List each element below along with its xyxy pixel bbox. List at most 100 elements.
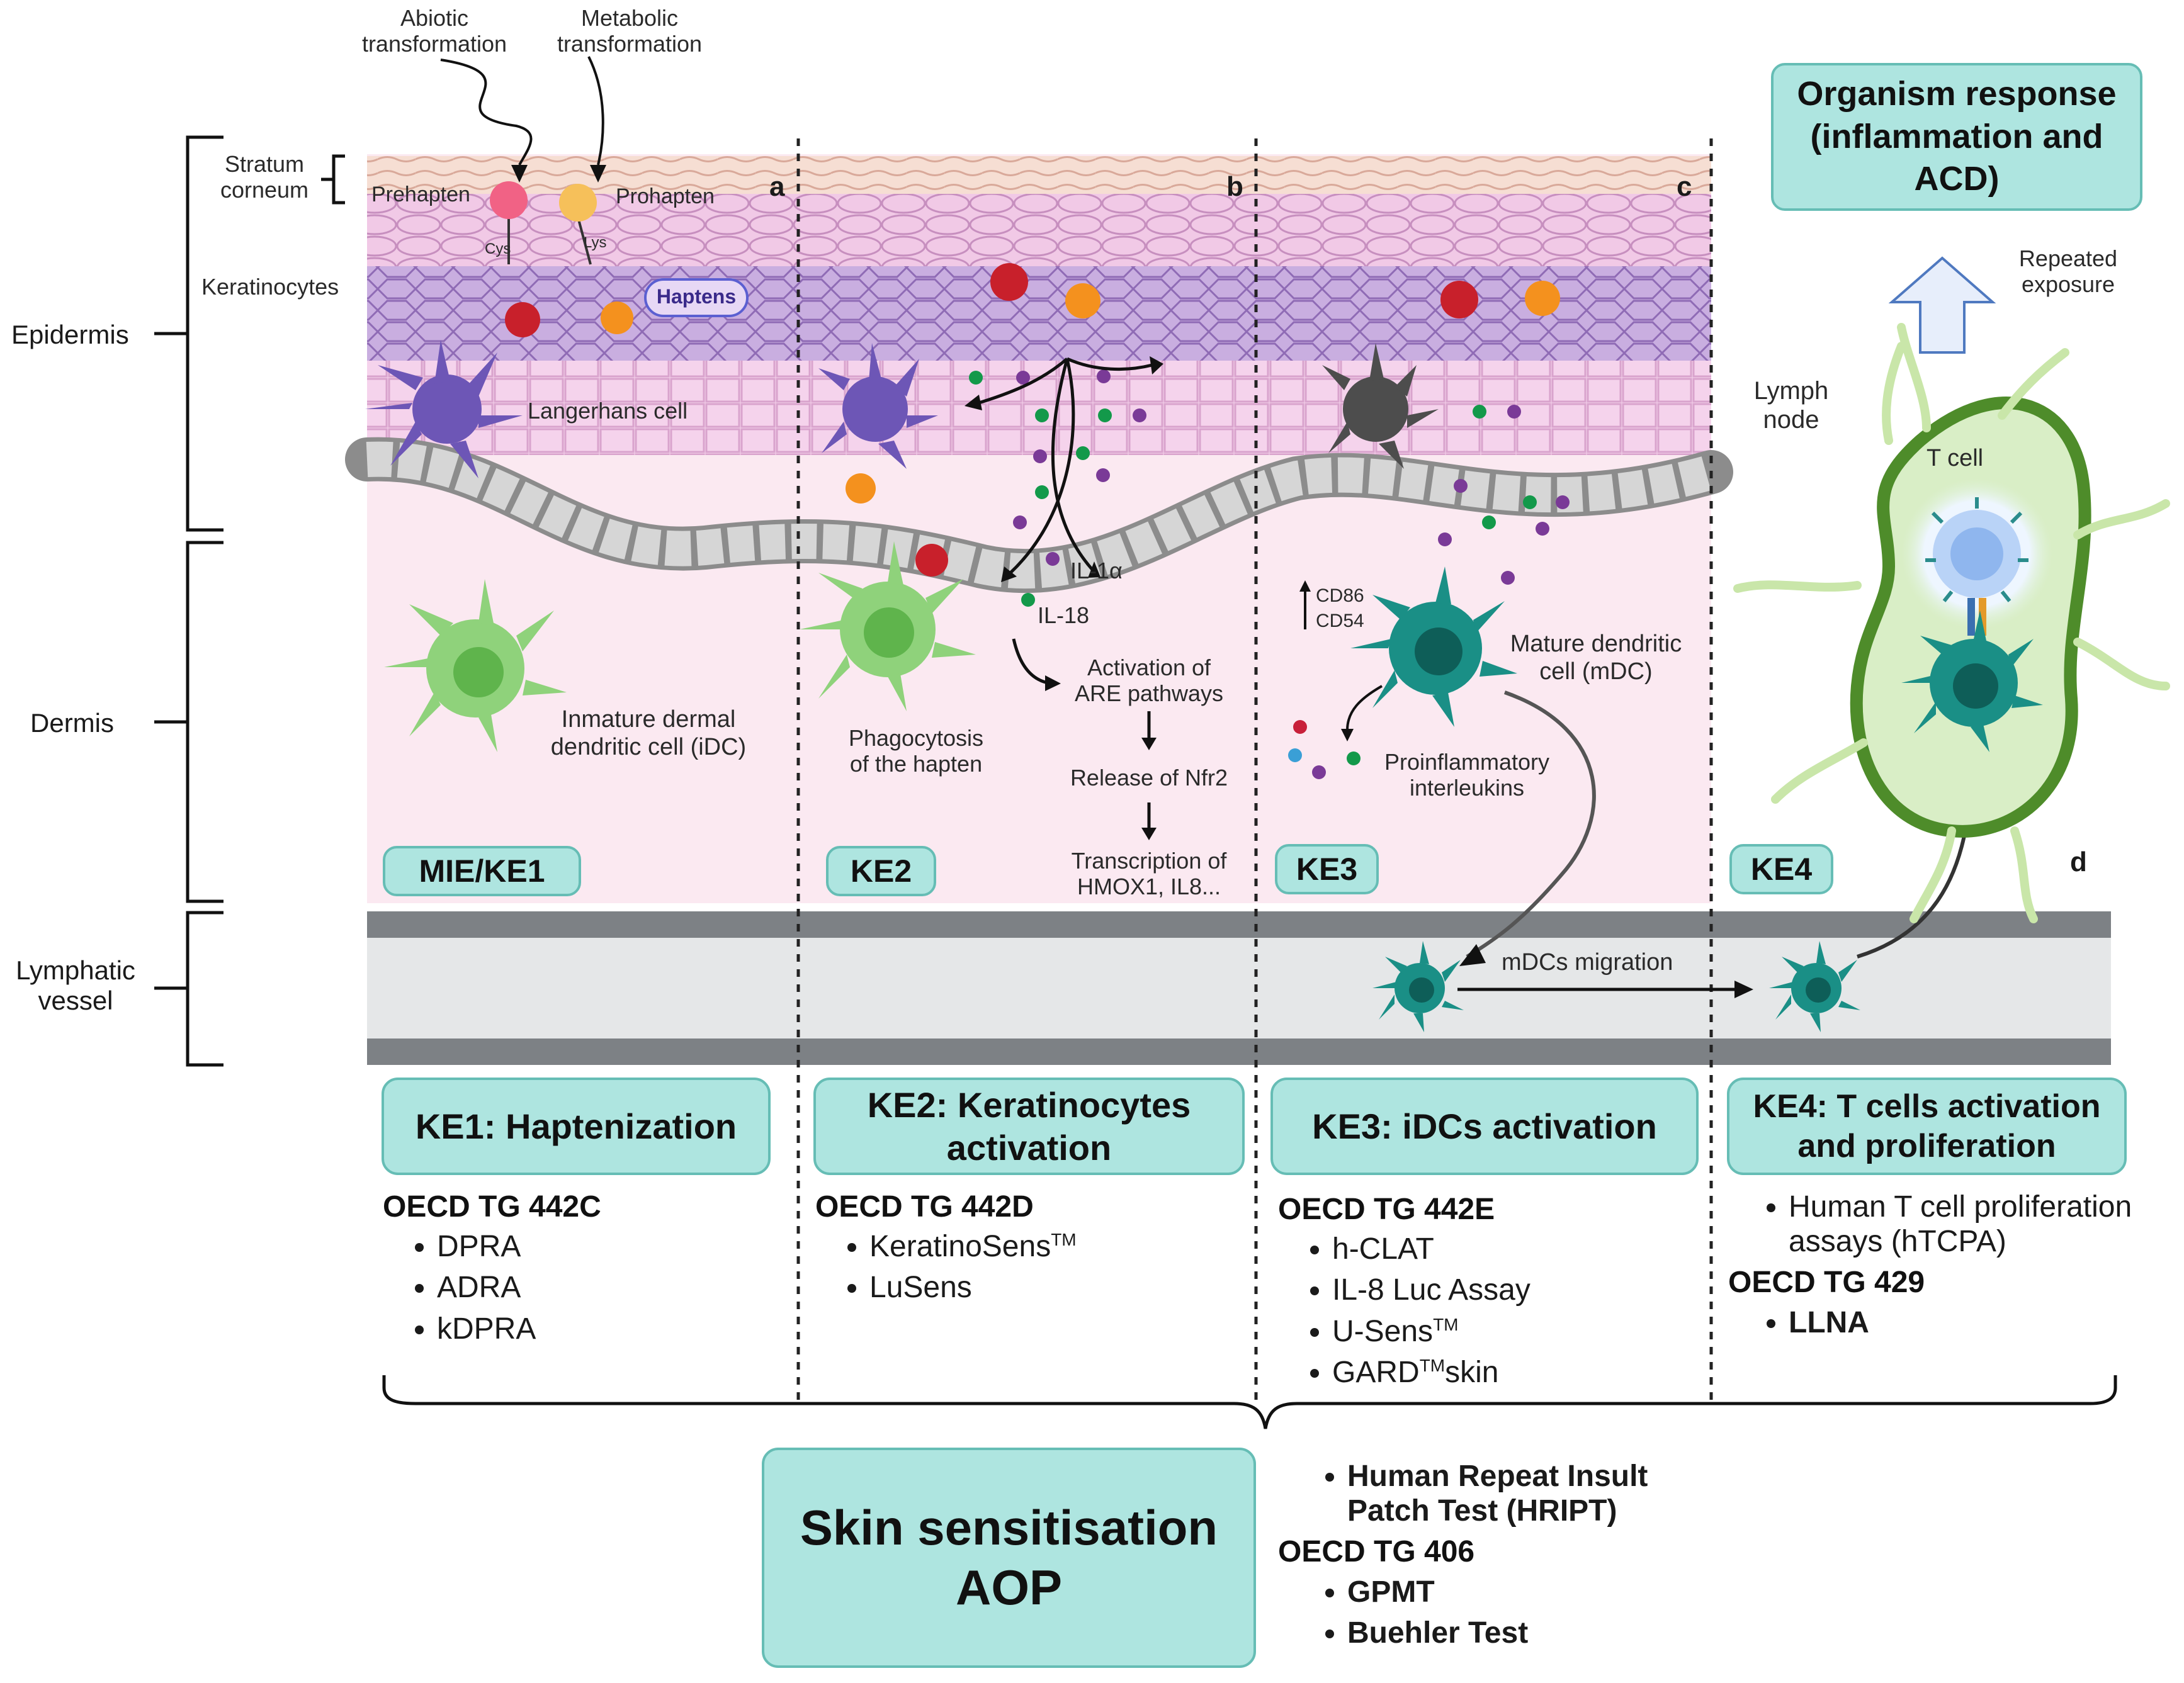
metabolic-arrow — [587, 56, 604, 166]
migration-curve — [1466, 690, 1596, 959]
panel-c-letter: c — [1677, 171, 1692, 202]
haptens-label: Haptens — [656, 285, 737, 308]
keratinosens-item: KeratinoSensTM — [869, 1229, 1077, 1264]
vessel-wall-top — [367, 911, 2111, 938]
prehapten-label: Prehapten — [371, 183, 470, 206]
panel-a-letter: a — [769, 171, 785, 202]
hapten-orange-b — [1065, 283, 1100, 318]
migrating-dc-1 — [1372, 941, 1464, 1032]
migrating-dc-2 — [1769, 941, 1860, 1032]
phagocytic-dendritic-cell-b — [800, 541, 976, 711]
lymph-node — [1733, 323, 2170, 923]
ke2-tag: KE2 — [826, 846, 936, 896]
metabolic-arrowhead — [590, 165, 606, 183]
vessel-lumen — [367, 938, 2111, 1039]
usens-item: U-SensTM — [1332, 1314, 1530, 1349]
hapten-red-b2 — [915, 544, 948, 577]
haptens-label-bg — [644, 278, 749, 317]
migration-label: mDCs migration — [1502, 949, 1673, 976]
basal-keratinocyte-layer — [367, 361, 1711, 455]
ke3-box: KE3: iDCs activation — [1270, 1078, 1699, 1175]
panel-d-letter: d — [2070, 847, 2087, 877]
ke2-methods: OECD TG 442D KeratinoSensTM LuSens — [815, 1190, 1077, 1312]
ke4-tag: KE4 — [1729, 844, 1833, 894]
langerhans-cell-b — [818, 343, 938, 469]
cd54-label: CD54 — [1316, 611, 1364, 631]
hapten-red-c — [1440, 281, 1478, 318]
ke1-tg: OECD TG 442C — [383, 1190, 601, 1224]
hapten-orange-c — [1525, 281, 1560, 316]
langerhans-cell — [365, 340, 523, 478]
repeated-exposure-arrow — [1888, 256, 1996, 354]
hapten-orange — [601, 301, 633, 334]
il1a-label: IL-1α — [1070, 558, 1123, 583]
ke3-tg: OECD TG 442E — [1278, 1193, 1495, 1226]
keratinocyte-purple-layer — [367, 266, 1711, 361]
ke3-methods: OECD TG 442E h-CLAT IL-8 Luc Assay U-Sen… — [1278, 1192, 1530, 1396]
arrowheads-b — [965, 356, 1163, 840]
ke2-tg: OECD TG 442D — [815, 1190, 1034, 1224]
t-cell-label: T cell — [1927, 445, 1984, 471]
immature-dermal-dendritic-cell-a — [384, 579, 567, 752]
ke4-tg: OECD TG 429 — [1728, 1266, 1925, 1300]
basement-membrane-cells — [366, 441, 1716, 589]
gpmt-item: GPMT — [1347, 1575, 1648, 1609]
release-arrows-b — [978, 357, 1153, 830]
bottom-brace — [382, 1375, 2117, 1429]
hapten-red — [505, 302, 540, 337]
hapten-red-b — [990, 263, 1028, 301]
nfr2-label: Release of Nfr2 — [1070, 765, 1228, 791]
kdpra-item: kDPRA — [437, 1312, 601, 1346]
prohapten-molecule — [559, 184, 597, 222]
mie-ke1-tag: MIE/KE1 — [383, 846, 581, 896]
mature-dendritic-cell-c — [1350, 566, 1517, 727]
adra-item: ADRA — [437, 1270, 601, 1305]
cytokines-c — [1288, 405, 1570, 779]
prehapten-molecule — [490, 181, 528, 219]
abiotic-arrowhead — [511, 165, 528, 183]
vessel-wall-bottom — [367, 1039, 2111, 1065]
lys-label: Lys — [584, 234, 607, 251]
dpra-item: DPRA — [437, 1229, 601, 1264]
epidermis-label: Epidermis — [11, 320, 129, 349]
panel-b-letter: b — [1226, 171, 1243, 202]
prohapten-label: Prohapten — [616, 184, 715, 208]
aop-tg: OECD TG 406 — [1278, 1535, 1475, 1569]
langerhans-cell-label: Langerhans cell — [528, 398, 688, 424]
ke3-tag: KE3 — [1275, 844, 1379, 894]
hapten-orange-b2 — [846, 473, 876, 504]
il8-luc-item: IL-8 Luc Assay — [1332, 1273, 1530, 1307]
ke1-box: KE1: Haptenization — [382, 1078, 771, 1175]
llna-item: LLNA — [1789, 1305, 2132, 1340]
cys-label: Cys — [485, 240, 511, 257]
stratum-corneum-layer — [367, 156, 1711, 194]
keratinocytes-label: Keratinocytes — [201, 274, 339, 300]
layer-brackets — [154, 135, 345, 1067]
gard-skin-item: GARDTMskin — [1332, 1355, 1530, 1390]
abiotic-arrow — [440, 59, 533, 166]
dermis-label: Dermis — [30, 708, 114, 738]
activated-langerhans-cell-c — [1322, 343, 1439, 469]
hclat-item: h-CLAT — [1332, 1232, 1530, 1266]
